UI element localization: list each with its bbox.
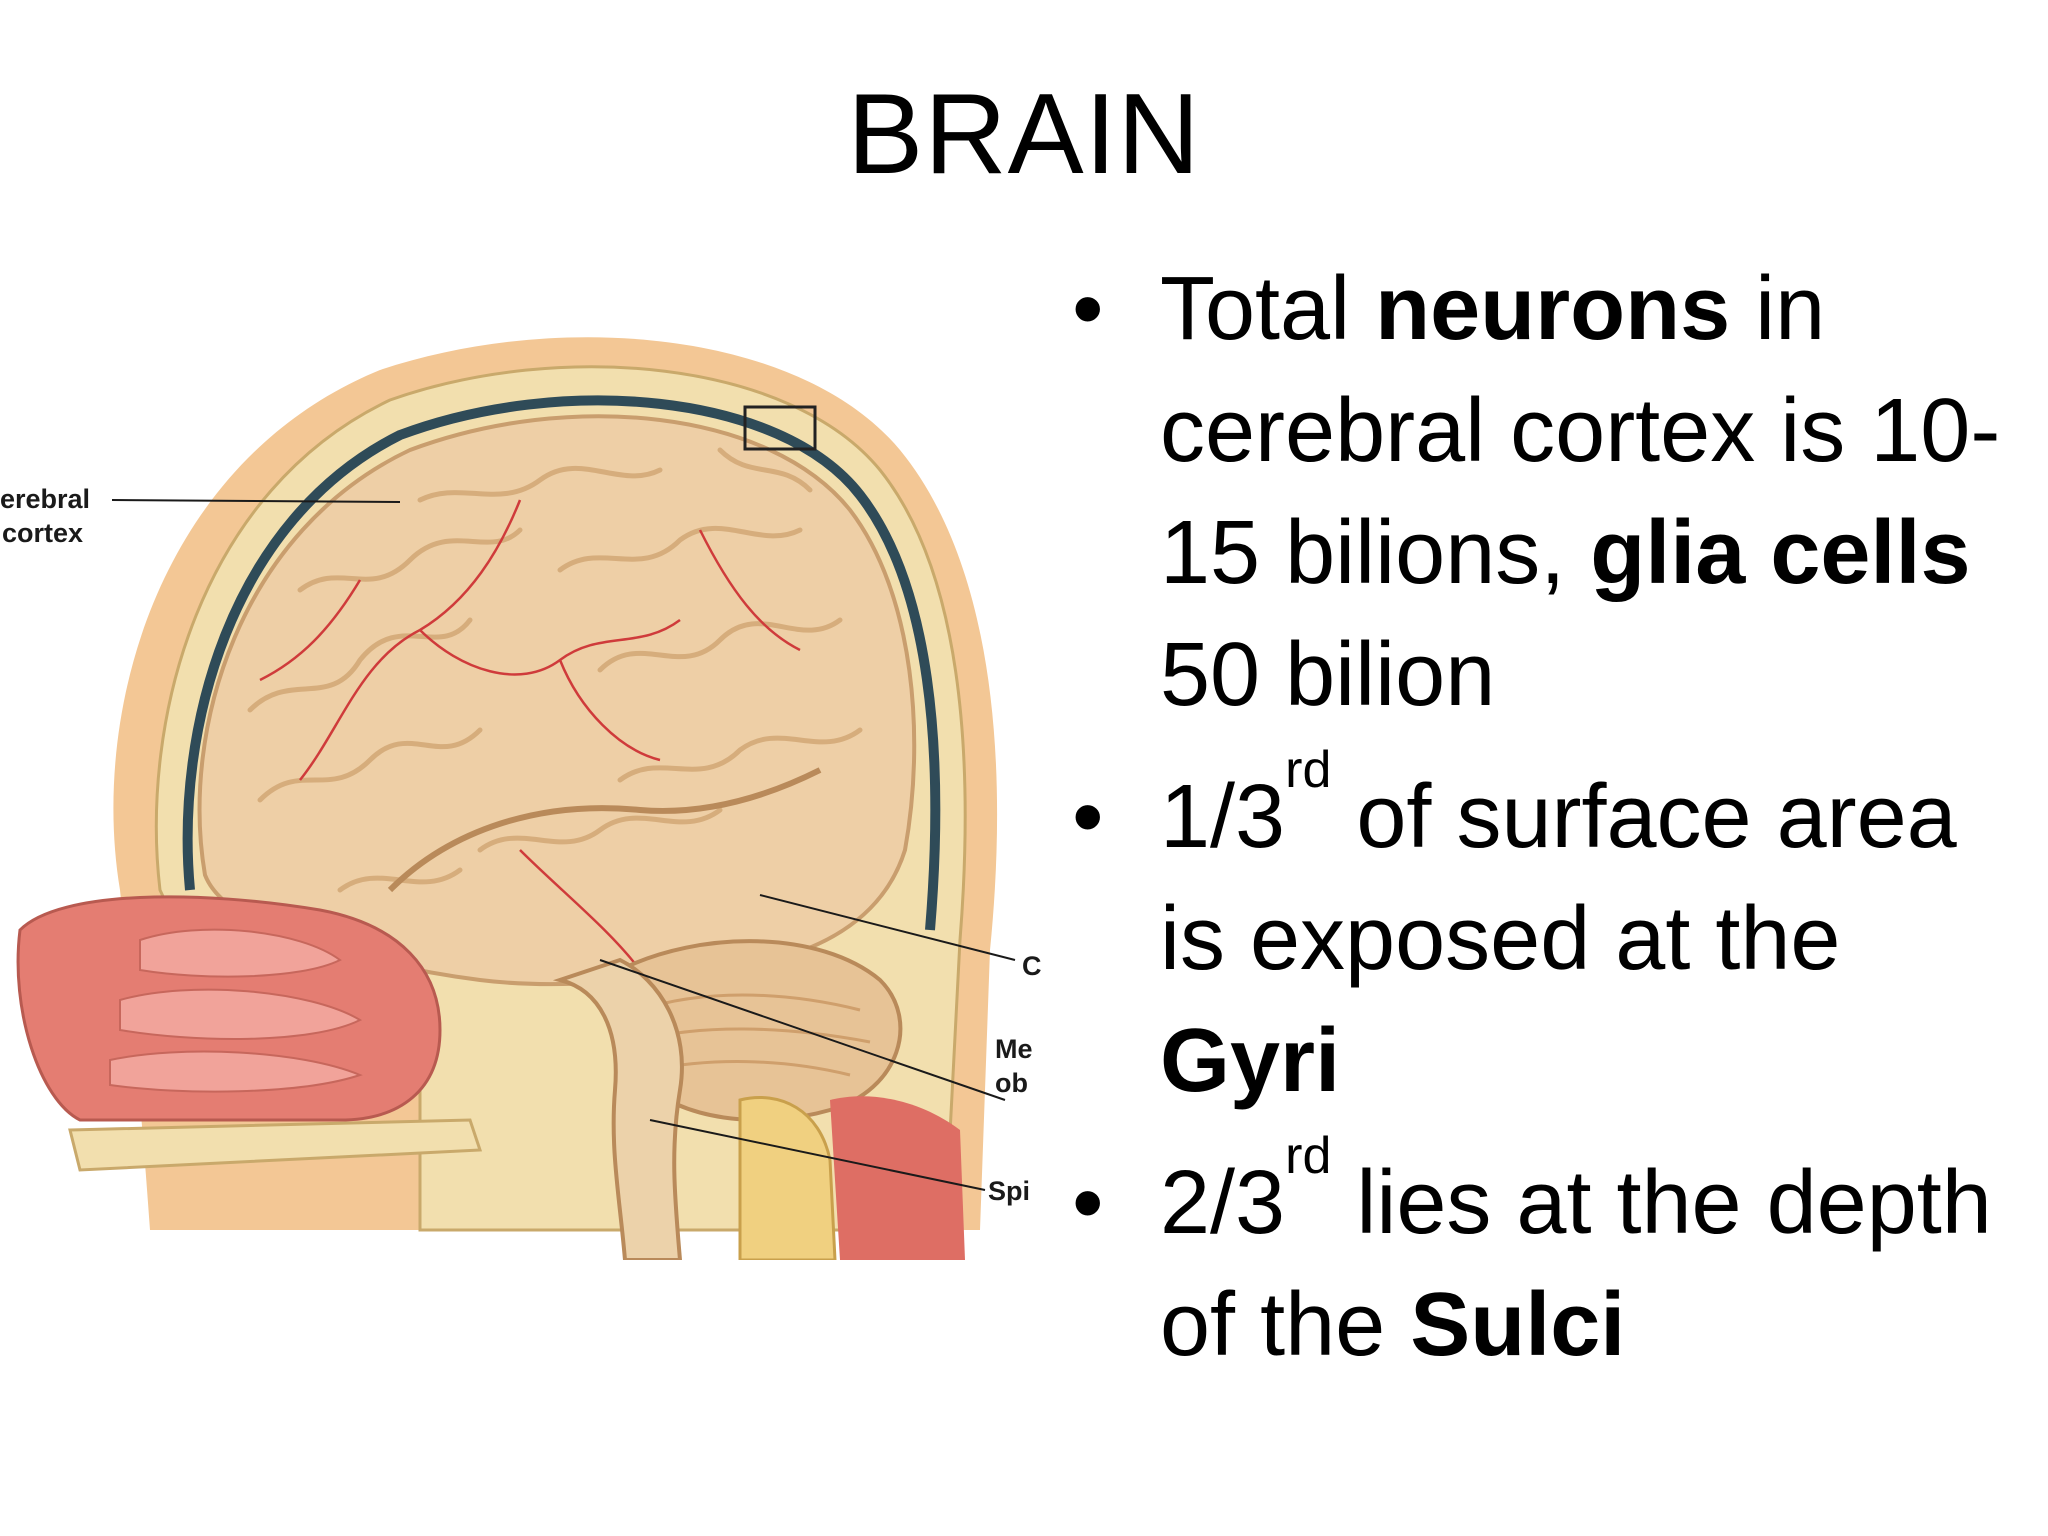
bullet-item: • 2/3rd lies at the depth of the Sulci xyxy=(1072,1130,2032,1386)
nasal-conchae xyxy=(109,928,363,1093)
bullet-text: lies at the depth of the xyxy=(1160,1153,1992,1375)
bullet-list: • Total neurons in cerebral cortex is 10-… xyxy=(1072,248,2032,1406)
bullet-superscript: rd xyxy=(1285,741,1332,799)
bullet-dot: • xyxy=(1072,259,1104,359)
bullet-text: 50 bilion xyxy=(1160,625,1496,725)
label-me: Me xyxy=(995,1034,1033,1064)
cortex-sample-box xyxy=(743,405,817,451)
bullet-item: • 1/3rd of surface area is exposed at the… xyxy=(1072,744,2032,1122)
label-cortex: cortex xyxy=(2,518,83,548)
bullet-item: • Total neurons in cerebral cortex is 10-… xyxy=(1072,248,2032,736)
bullet-text: Total xyxy=(1160,259,1376,359)
bullet-text: of surface area is exposed at the xyxy=(1160,767,1957,989)
bullet-dot: • xyxy=(1072,1153,1104,1253)
palate xyxy=(68,1118,483,1172)
leader-lines xyxy=(111,499,1016,1191)
brainstem xyxy=(552,957,684,1260)
meninges xyxy=(182,395,941,931)
bullet-bold-text: neurons xyxy=(1375,259,1731,359)
label-ob: ob xyxy=(995,1068,1028,1098)
bullet-bold-text: glia cells xyxy=(1590,503,1971,603)
bullet-dot: • xyxy=(1072,767,1104,867)
bullet-text: 1/3 xyxy=(1160,767,1286,867)
bullet-bold-text: Gyri xyxy=(1160,1011,1341,1111)
bullet-bold-text: Sulci xyxy=(1410,1275,1626,1375)
blood-vessels xyxy=(259,499,801,971)
bullet-text: 2/3 xyxy=(1160,1153,1286,1253)
label-spi: Spi xyxy=(988,1176,1030,1206)
neck-muscle xyxy=(830,1096,965,1260)
brain-sagittal-illustration: erebral cortex C Me ob Spi xyxy=(0,337,1042,1260)
neck-tissue xyxy=(738,1096,837,1260)
label-c: C xyxy=(1022,951,1042,981)
bullet-text: in cerebral cortex is 10-15 bilions, xyxy=(1160,259,2001,603)
bullet-superscript: rd xyxy=(1285,1127,1332,1185)
lateral-sulcus xyxy=(387,767,822,893)
slide-title: BRAIN xyxy=(847,71,1201,198)
label-cerebral: erebral xyxy=(0,484,90,514)
